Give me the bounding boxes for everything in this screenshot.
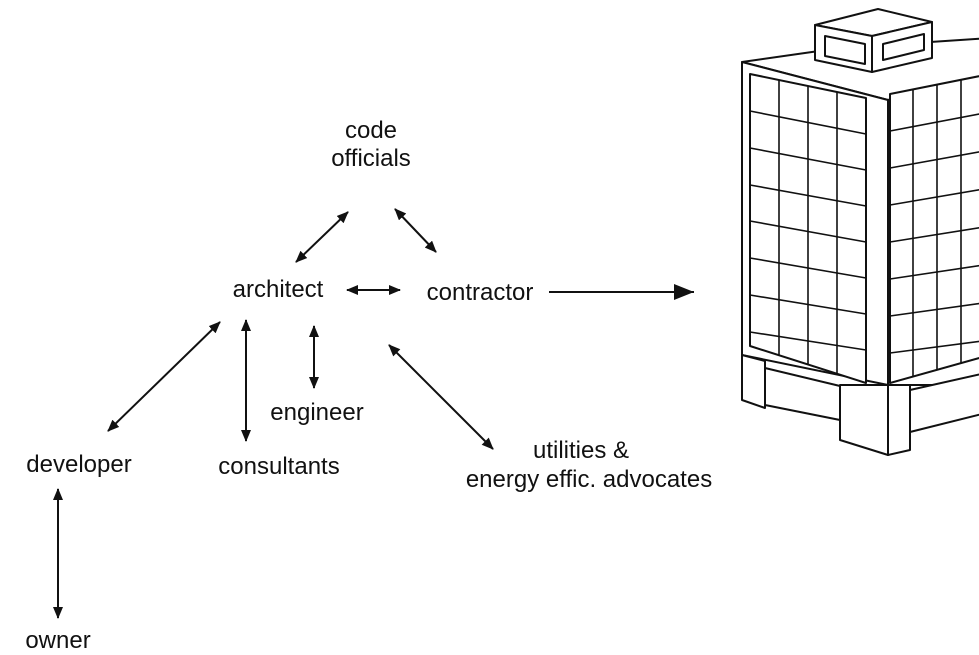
developer-label: developer [26,451,131,478]
engineer-label: engineer [270,399,363,426]
base-left-recess [764,367,841,421]
right-window-grid [889,75,979,384]
consultants-label: consultants [218,453,339,480]
code-officials-label-line1: code [345,117,397,144]
left-window-mullions [749,80,867,374]
office-building-icon [741,8,979,456]
right-window-mullions [889,80,979,377]
base-right-recess [909,373,979,433]
arrow-code-officials-contractor [394,208,437,253]
arrow-architect-developer [107,321,221,432]
arrow-architect-utilities [388,344,494,450]
owner-label: owner [25,627,90,654]
base-left-pier [741,354,766,409]
utilities-label-line1: utilities & [533,437,629,464]
base-right-pier [887,384,911,456]
code-officials-label-line2: officials [331,145,411,172]
roof-box-side-recess [882,33,925,61]
contractor-label: contractor [427,279,534,306]
base-corner-pier [839,384,889,456]
roof-box-front-recess [824,35,866,65]
utilities-label-line2: energy effic. advocates [466,466,712,493]
arrow-architect-code-officials [295,211,349,263]
architect-label: architect [233,276,324,303]
